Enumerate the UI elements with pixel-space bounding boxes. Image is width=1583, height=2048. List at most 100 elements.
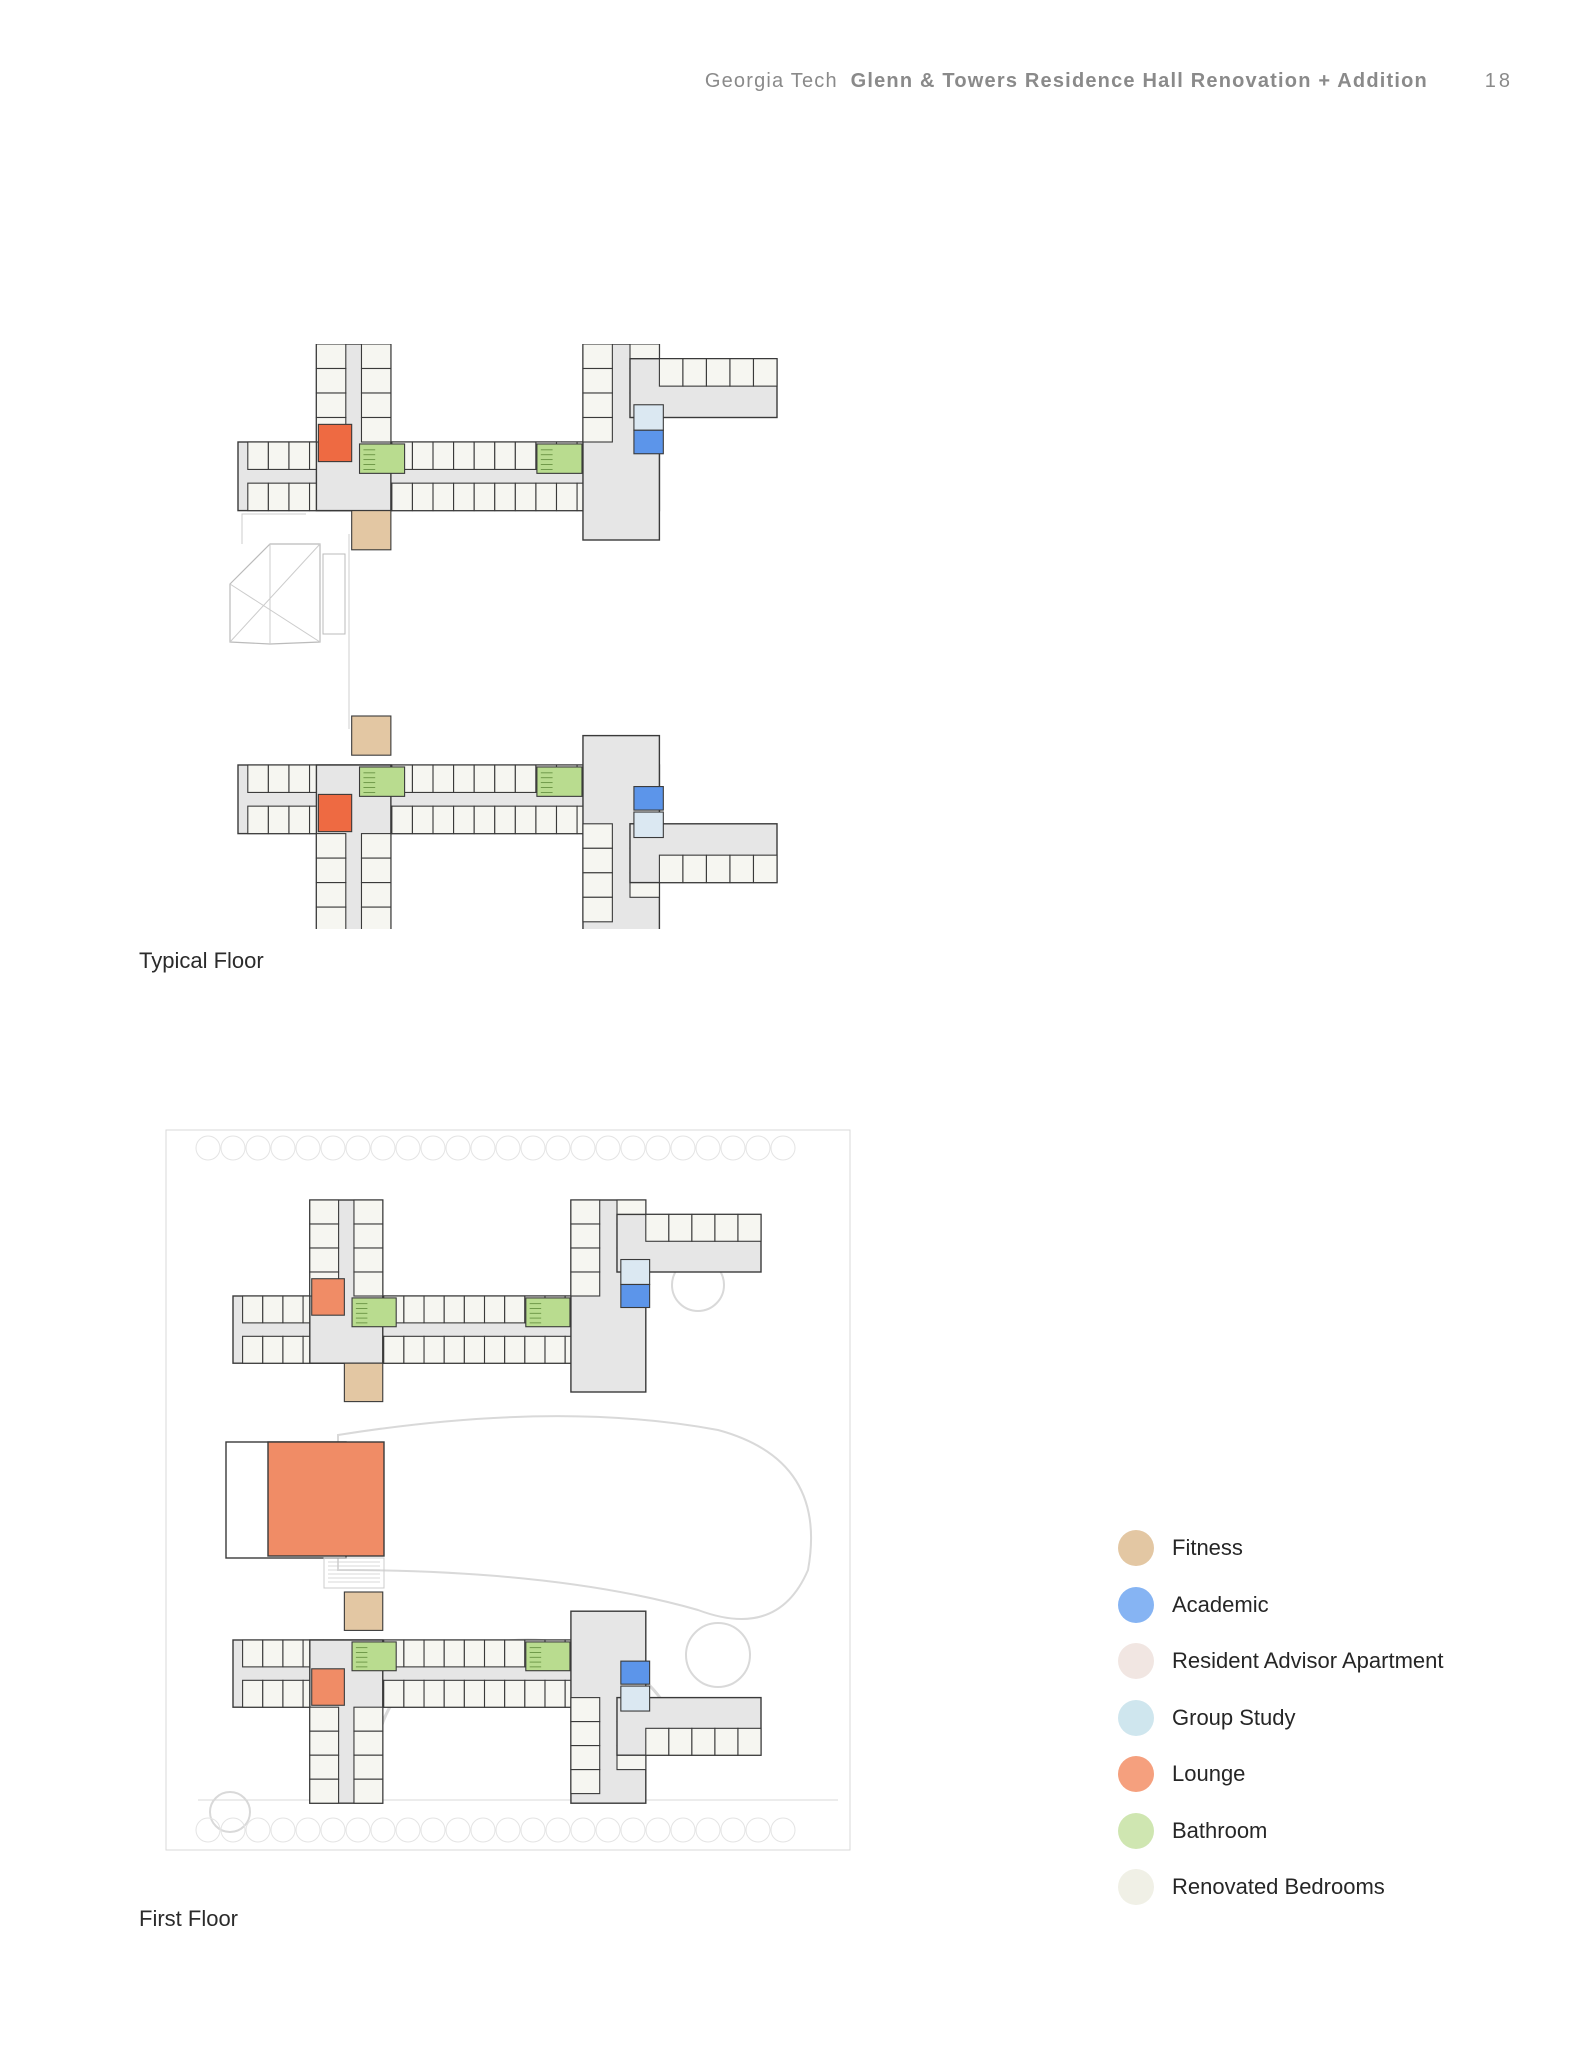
bedroom xyxy=(463,1679,486,1708)
bedroom xyxy=(360,392,392,419)
legend-item-academic: Academic xyxy=(1118,1586,1538,1623)
bedroom xyxy=(443,1679,465,1708)
academic xyxy=(633,429,664,455)
bedroom xyxy=(570,1721,601,1747)
bedroom xyxy=(242,1639,264,1668)
bedroom xyxy=(282,1295,304,1324)
bedroom xyxy=(353,1247,384,1273)
bedroom xyxy=(658,358,684,387)
legend-swatch xyxy=(1118,1699,1154,1736)
bedroom xyxy=(360,344,392,370)
bedroom xyxy=(403,1679,425,1708)
legend-swatch xyxy=(1118,1869,1154,1905)
bedroom xyxy=(423,1679,445,1708)
bedroom xyxy=(483,1335,506,1364)
bedroom xyxy=(582,344,613,370)
lounge xyxy=(317,423,353,463)
program-legend: Fitness Academic Resident Advisor Apartm… xyxy=(1118,1530,1538,1926)
bedroom xyxy=(309,1706,340,1732)
bedroom xyxy=(705,854,731,884)
bedroom xyxy=(288,805,311,835)
bedroom xyxy=(570,1247,601,1273)
bedroom xyxy=(473,764,496,793)
bedroom xyxy=(411,805,434,835)
bedroom xyxy=(555,482,578,512)
bedroom xyxy=(242,1335,264,1364)
bedroom xyxy=(483,1295,506,1324)
bedroom xyxy=(691,1727,716,1756)
bedroom xyxy=(309,1223,340,1249)
bedroom xyxy=(691,1213,716,1242)
bathroom xyxy=(351,1297,397,1328)
bedroom xyxy=(737,1213,762,1242)
bedroom xyxy=(262,1679,284,1708)
legend-item-renovated-bedrooms: Renovated Bedrooms xyxy=(1118,1869,1538,1905)
bedroom xyxy=(463,1639,486,1668)
bedroom xyxy=(403,1639,425,1668)
north-wing xyxy=(232,1199,762,1403)
bedroom xyxy=(360,857,392,884)
page-header: Georgia Tech Glenn & Towers Residence Ha… xyxy=(705,70,1513,93)
bedroom xyxy=(288,764,311,793)
legend-label: Bathroom xyxy=(1172,1817,1268,1843)
bedroom xyxy=(463,1335,486,1364)
bedroom xyxy=(729,358,755,387)
bedroom xyxy=(582,367,613,394)
bedroom xyxy=(714,1727,739,1756)
bedroom xyxy=(645,1213,670,1242)
legend-swatch xyxy=(1118,1586,1154,1623)
bedroom xyxy=(494,441,516,470)
lounge xyxy=(317,793,353,833)
bedroom xyxy=(247,482,269,512)
typical-floor-plan xyxy=(228,344,788,929)
bedroom xyxy=(544,1335,566,1364)
bedroom xyxy=(247,441,269,470)
bedroom xyxy=(267,764,290,793)
lounge xyxy=(311,1278,345,1316)
legend-item-lounge: Lounge xyxy=(1118,1756,1538,1792)
header-org: Georgia Tech xyxy=(704,70,838,92)
bathroom xyxy=(536,766,583,797)
bedroom xyxy=(360,367,392,394)
bedroom xyxy=(432,805,455,835)
group-study xyxy=(620,1258,651,1286)
bedroom xyxy=(494,805,516,835)
first-floor-plan-drawing xyxy=(165,1129,851,1851)
bathroom xyxy=(358,443,406,474)
legend-label: Academic xyxy=(1172,1591,1269,1617)
bedroom xyxy=(288,482,311,512)
bedroom xyxy=(411,441,434,470)
bathroom xyxy=(525,1641,571,1672)
legend-swatch xyxy=(1118,1756,1154,1792)
header-title: Glenn & Towers Residence Hall Renovation… xyxy=(850,70,1428,92)
bedroom xyxy=(288,441,311,470)
bedroom xyxy=(360,833,392,859)
first-floor-plan xyxy=(138,1100,878,1880)
fitness xyxy=(351,715,392,756)
bedroom xyxy=(582,392,613,419)
bedroom xyxy=(504,1679,526,1708)
walkway xyxy=(337,1415,813,1620)
bedroom xyxy=(262,1295,284,1324)
bedroom xyxy=(582,823,613,849)
page-number: 18 xyxy=(1484,70,1513,92)
north-wing xyxy=(237,344,778,551)
pavilion-outline xyxy=(229,513,350,729)
bedroom xyxy=(473,482,496,512)
bedroom xyxy=(432,482,455,512)
bedroom xyxy=(524,1679,546,1708)
bedroom xyxy=(267,482,290,512)
legend-item-bathroom: Bathroom xyxy=(1118,1812,1538,1849)
bedroom xyxy=(315,367,347,394)
bedroom xyxy=(504,1295,526,1324)
bedroom xyxy=(282,1335,304,1364)
bedroom xyxy=(483,1639,506,1668)
bedroom xyxy=(504,1639,526,1668)
bedroom xyxy=(658,854,684,884)
bedroom xyxy=(423,1639,445,1668)
bedroom xyxy=(570,1697,601,1723)
bedroom xyxy=(582,847,613,874)
bedroom xyxy=(682,358,707,387)
bedroom xyxy=(473,441,496,470)
bedroom xyxy=(360,416,392,443)
